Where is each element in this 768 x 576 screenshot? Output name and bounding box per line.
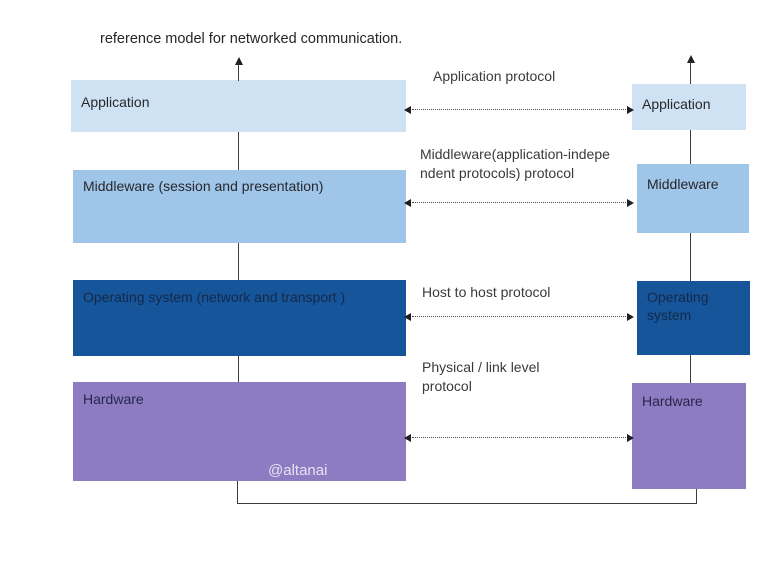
right-box-middleware: Middleware [637, 164, 749, 233]
right-stack-up-arrow-line [690, 61, 691, 84]
left-connector-os-hardware [238, 356, 239, 382]
left-connector-app-middleware [238, 132, 239, 170]
left-box-hardware-label: Hardware [83, 391, 144, 407]
protocol-label-host-to-host: Host to host protocol [422, 284, 551, 300]
left-box-application-label: Application [81, 94, 150, 110]
arrowhead-right-icon [627, 106, 634, 114]
arrowhead-up-icon [234, 57, 243, 65]
arrowhead-up-icon [686, 55, 695, 63]
arrowhead-left-icon [404, 106, 411, 114]
bottom-connector-left-vertical [237, 481, 238, 503]
protocol-arrow-middleware [412, 202, 628, 203]
arrowhead-right-icon [627, 313, 634, 321]
bottom-connector-horizontal [237, 503, 697, 504]
protocol-arrow-host-to-host [412, 316, 628, 317]
bottom-connector-right-vertical [696, 489, 697, 503]
arrowhead-left-icon [404, 313, 411, 321]
arrowhead-left-icon [404, 199, 411, 207]
protocol-label-middleware: Middleware(application-indepe ndent prot… [420, 146, 610, 181]
protocol-arrow-application [412, 109, 628, 110]
left-box-hardware: Hardware @altanai [73, 382, 406, 481]
right-connector-middleware-os [690, 233, 691, 281]
right-box-application-label: Application [642, 96, 711, 112]
protocol-label-application: Application protocol [433, 68, 556, 84]
watermark: @altanai [268, 462, 328, 479]
left-box-operating-system: Operating system (network and transport … [73, 280, 406, 356]
arrowhead-right-icon [627, 434, 634, 442]
protocol-label-physical-link: Physical / link level protocol [422, 359, 540, 394]
right-box-hardware-label: Hardware [642, 393, 703, 409]
left-stack-up-arrow-line [238, 63, 239, 81]
right-connector-app-middleware [690, 130, 691, 164]
left-box-application: Application [71, 80, 406, 132]
left-box-operating-system-label: Operating system (network and transport … [83, 289, 346, 305]
right-box-hardware: Hardware [632, 383, 746, 489]
left-box-middleware-label: Middleware (session and presentation) [83, 178, 324, 194]
right-box-operating-system-label: Operating system [647, 289, 709, 323]
right-connector-os-hardware [690, 355, 691, 383]
left-connector-middleware-os [238, 243, 239, 280]
right-box-application: Application [632, 84, 746, 130]
right-box-middleware-label: Middleware [647, 176, 719, 192]
arrowhead-left-icon [404, 434, 411, 442]
arrowhead-right-icon [627, 199, 634, 207]
right-box-operating-system: Operating system [637, 281, 750, 355]
left-box-middleware: Middleware (session and presentation) [73, 170, 406, 243]
protocol-arrow-physical-link [412, 437, 628, 438]
diagram-title: reference model for networked communicat… [100, 31, 403, 47]
